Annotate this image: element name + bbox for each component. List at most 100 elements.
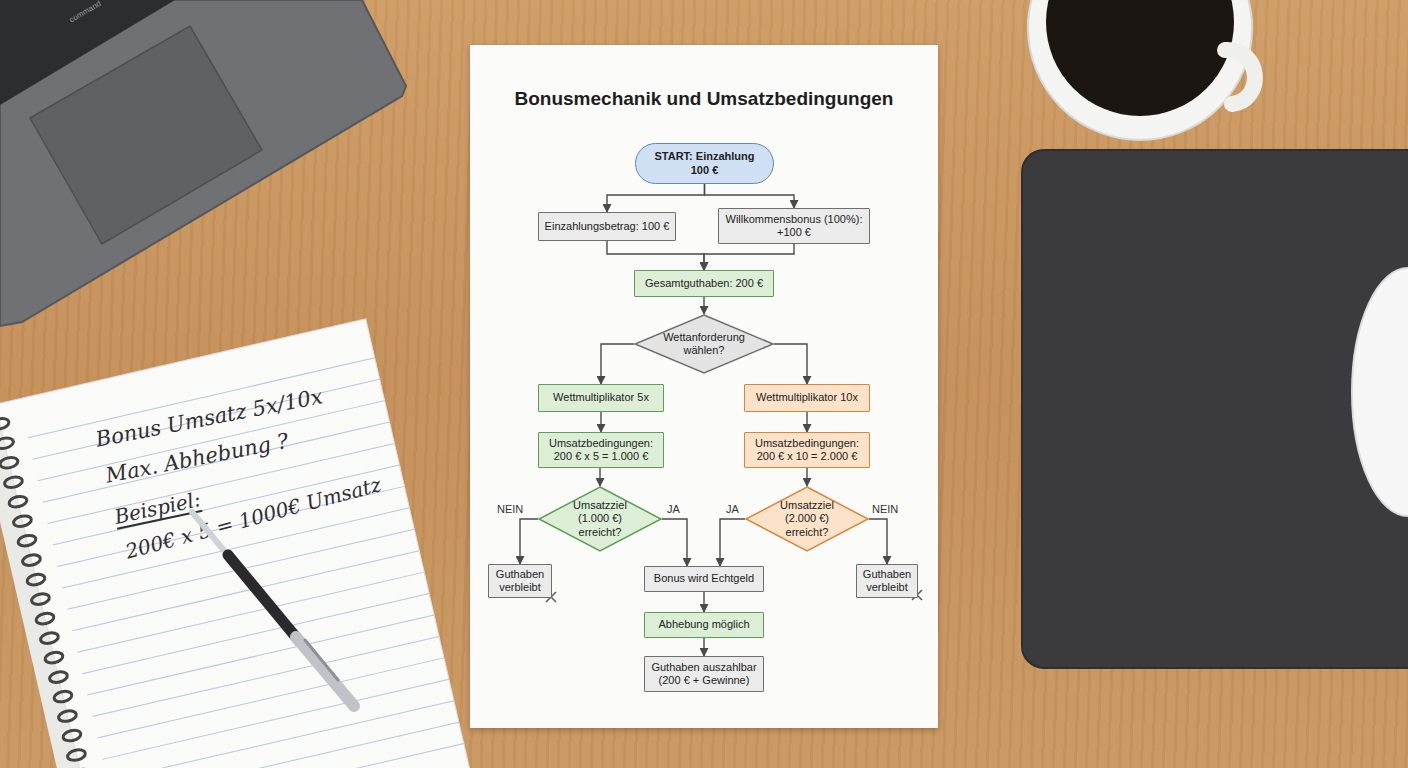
ruled-line [97,658,444,738]
mousepad [1022,150,1408,668]
process-box: Wettmultiplikator 10x [744,384,870,412]
node-text: Willkommensbonus (100%): +100 € [721,213,867,240]
edge-label: NEIN [497,503,523,515]
spiral-ring [22,553,42,567]
spiral-ring [13,514,33,528]
node-text: Gesamtguthaben: 200 € [645,277,763,290]
node-text: Umsatzbedingungen: 200 € x 5 = 1.000 € [543,437,659,464]
process-box: Einzahlungsbetrag: 100 € [538,212,676,241]
node-text: Einzahlungsbetrag: 100 € [545,220,670,233]
diamond-shape [539,487,661,551]
diagram-title: Bonusmechanik und Umsatzbedingungen [470,88,938,110]
edge-label: JA [726,503,739,515]
spiral-ring [8,495,28,509]
process-box: Gesamtguthaben: 200 € [634,270,774,297]
spiral-ring [0,436,14,450]
process-box: Willkommensbonus (100%): +100 € [718,208,870,244]
process-box: Wettmultiplikator 5x [538,384,664,412]
flow-arrow [703,638,704,656]
diamond-shape [746,487,868,551]
flow-arrow [599,468,600,486]
spiral-ring [4,475,24,489]
decision-diamond: Wettanforderung wählen? [634,314,774,374]
ruled-line [102,679,449,759]
ruled-line [87,615,434,695]
node-text: Umsatzziel (1.000 €) erreicht? [569,499,631,539]
end-box: Guthaben verbleibt [488,564,552,598]
spiral-ring [0,456,19,470]
spiral-ring [26,573,46,587]
ruled-line [92,636,439,716]
ruled-line [112,722,459,768]
process-box: Umsatzbedingungen: 200 € x 5 = 1.000 € [538,432,664,468]
flow-arrow [601,344,634,384]
flow-arrow [600,412,601,432]
diamond-shape [635,315,773,373]
notebook-page [0,319,478,768]
pen-grip [228,555,300,642]
edge-label: JA [667,503,680,515]
process-box: Guthaben auszahlbar (200 € + Gewinne) [644,656,764,692]
spiral-ring [35,612,55,626]
pen-clip [305,640,338,680]
laptop-body [0,0,406,326]
notebook [0,319,480,768]
laptop-trackpad [30,26,262,244]
node-text: Guthaben auszahlbar (200 € + Gewinne) [648,661,760,688]
ruled-line [72,551,419,631]
ruled-line [117,744,464,768]
node-text: Wettmultiplikator 5x [553,391,649,404]
spiral-ring [53,690,73,704]
process-box: Bonus wird Echtgeld [644,566,764,592]
spiral-ring [17,534,37,548]
flow-arrow [703,592,704,612]
node-text: Abhebung möglich [658,618,749,631]
node-text: Wettanforderung wählen? [658,331,750,358]
coffee [1046,0,1234,116]
process-box: Umsatzbedingungen: 200 € x 10 = 2.000 € [744,432,870,468]
mouse [1352,268,1408,516]
spiral-ring [49,670,69,684]
flow-arrow [720,519,745,566]
spiral-ring [0,417,10,431]
node-text: Bonus wird Echtgeld [654,572,754,585]
flow-arrow [705,184,795,208]
flow-arrow [607,184,705,212]
flow-arrow [607,241,704,270]
spiral [0,417,100,768]
process-box: Abhebung möglich [644,612,764,638]
edge-label: NEIN [872,503,898,515]
decision-diamond: Umsatzziel (2.000 €) erreicht? [745,486,869,552]
spiral-ring [40,631,60,645]
cup-rim [1028,0,1252,140]
start-terminal: START: Einzahlung 100 € [635,143,774,184]
node-text: Wettmultiplikator 10x [756,391,858,404]
flow-arrow [869,519,887,564]
end-box: Guthaben verbleibt [856,564,918,598]
flow-arrow [520,519,538,564]
ruled-line [67,529,414,609]
decision-diamond: Umsatzziel (1.000 €) erreicht? [538,486,662,552]
spiral-ring [58,709,78,723]
node-text: START: Einzahlung 100 € [650,150,760,177]
flow-arrow [806,468,807,486]
ruled-lines [28,358,464,768]
spiral-ring [31,592,51,606]
pen-barrel [296,637,354,706]
spiral-ring [62,729,82,743]
flow-arrow [806,412,807,432]
node-text: Guthaben verbleibt [858,568,916,595]
flow-arrow [704,244,794,270]
node-text: Guthaben verbleibt [491,568,549,595]
node-text: Umsatzbedingungen: 200 € x 10 = 2.000 € [749,437,865,464]
cup-handle [1225,50,1255,104]
flow-arrow [703,297,704,314]
ruled-line [82,594,429,674]
node-text: Umsatzziel (2.000 €) erreicht? [776,499,838,539]
spiral-ring [67,748,87,762]
flow-arrow [774,344,807,384]
ruled-line [77,572,424,652]
flow-arrow [662,519,687,566]
spiral-ring [44,651,64,665]
